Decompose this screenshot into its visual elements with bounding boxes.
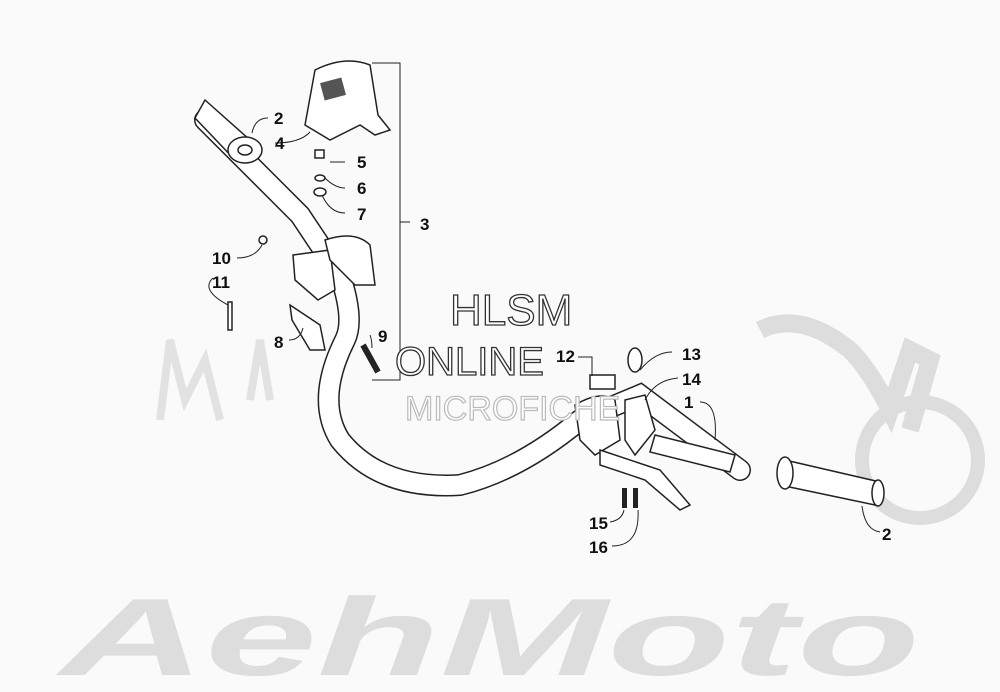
callout-16: 16 (589, 538, 608, 557)
callout-13: 13 (682, 345, 701, 364)
callout-8: 8 (274, 333, 283, 352)
callout-7: 7 (357, 205, 366, 224)
left-grip (194, 98, 263, 164)
callout-9: 9 (378, 327, 387, 346)
callout-5: 5 (357, 153, 366, 172)
callout-2-right: 2 (882, 525, 891, 544)
bracket-3 (372, 62, 410, 381)
callout-11: 11 (212, 273, 230, 292)
callout-10: 10 (212, 249, 231, 268)
callout-2-left: 2 (274, 109, 283, 128)
callout-1: 1 (684, 393, 693, 412)
screw-5 (314, 149, 325, 159)
callout-4: 4 (275, 134, 285, 153)
right-grip (776, 456, 885, 507)
washer-7 (313, 187, 327, 197)
watermark-brand: AehMoto (55, 576, 920, 692)
leader-lines (208, 117, 881, 547)
hlsm-watermark: HLSM ONLINE MICROFICHE (394, 285, 621, 428)
watermark-logo: AehMoto (55, 314, 985, 692)
left-brake-assembly (227, 235, 381, 374)
right-brake-assembly (574, 347, 692, 511)
callout-15: 15 (589, 514, 608, 533)
callout-12: 12 (556, 347, 575, 366)
callout-6: 6 (357, 179, 366, 198)
washer-6 (314, 174, 326, 182)
handlebar (194, 109, 751, 497)
callout-3: 3 (420, 215, 429, 234)
switch-housing (304, 60, 392, 141)
right-throttle-sleeve (649, 434, 736, 473)
watermark-microfiche: MICROFICHE (405, 390, 620, 428)
watermark-hlsm: HLSM (450, 286, 572, 335)
callouts: 2 4 5 6 7 3 10 11 8 9 12 13 14 1 15 16 2 (212, 109, 891, 557)
watermark-online: ONLINE (395, 340, 544, 384)
callout-14: 14 (682, 370, 701, 389)
